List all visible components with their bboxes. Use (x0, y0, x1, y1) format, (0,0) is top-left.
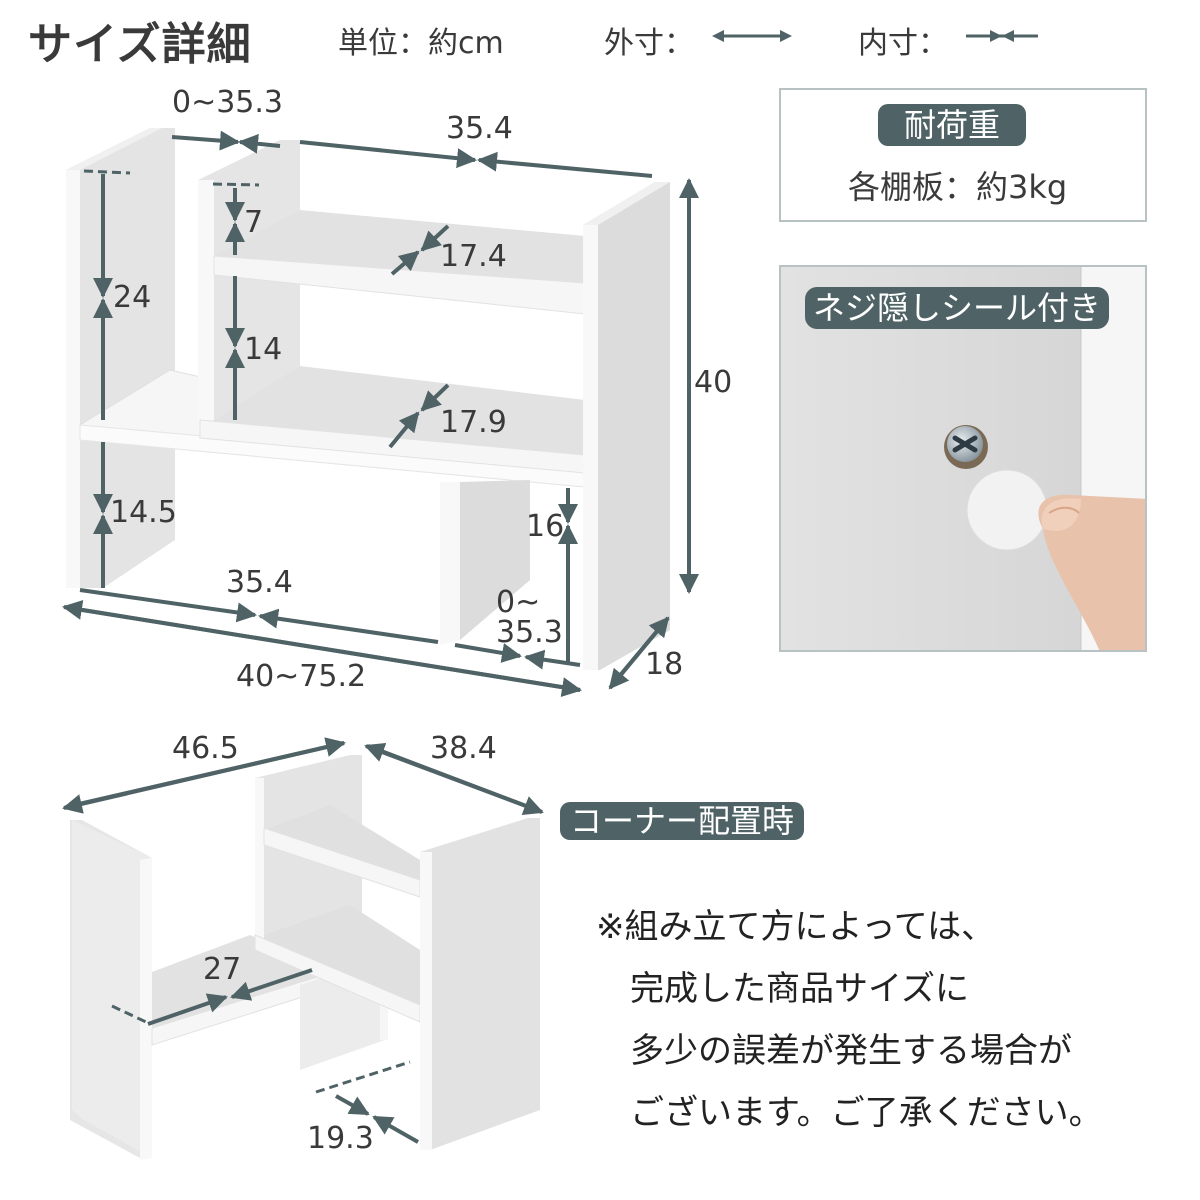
outer-dimension-arrow-icon (712, 30, 792, 42)
page-title: サイズ詳細 (28, 19, 252, 70)
dim-corner-right-span: 38.4 (430, 731, 497, 766)
dim-bottom-width: 35.4 (226, 565, 293, 600)
photo-illustration (781, 267, 1145, 650)
load-capacity-value: 各棚板：約3kg (848, 168, 1068, 206)
dim-middle-height: 14 (244, 332, 283, 367)
hand-icon (1038, 494, 1145, 650)
screw-cover-photo (779, 265, 1147, 652)
dim-corner-left-span: 46.5 (172, 731, 239, 766)
note-line: ※組み立て方によっては、 (596, 907, 996, 947)
dim-corner-gap: 19.3 (307, 1121, 374, 1156)
load-capacity-badge: 耐荷重 (878, 104, 1027, 147)
screw-cover-badge: ネジ隠しシール付き (805, 287, 1110, 330)
dim-total-height: 40 (694, 365, 733, 400)
dim-top-width: 35.4 (446, 111, 513, 146)
note-line: 多少の誤差が発生する場合が (596, 1031, 1072, 1071)
note-line: ございます。ご了承ください。 (596, 1093, 1103, 1133)
note-line: 完成した商品サイズに (596, 969, 969, 1009)
dim-bottom-right-height: 16 (526, 509, 565, 544)
dim-total-width: 40~75.2 (236, 659, 367, 694)
corner-placement-badge: コーナー配置時 (560, 802, 805, 841)
dim-depth: 18 (645, 647, 684, 682)
screw-icon (944, 425, 988, 469)
dim-left-height: 24 (113, 280, 152, 315)
unit-label: 単位：約cm (338, 26, 504, 61)
dim-corner-shelf-width: 27 (203, 952, 242, 987)
dim-top-gap: 0~35.3 (172, 85, 284, 120)
outer-dimension-label: 外寸： (604, 26, 694, 61)
dim-lower-depth: 17.9 (440, 405, 507, 440)
dim-bottom-gap-b: 35.3 (496, 615, 563, 650)
inner-dimension-label: 内寸： (858, 26, 948, 61)
dim-bottom-gap-a: 0~ (496, 585, 541, 620)
inner-dimension-arrow-icon (966, 30, 1038, 42)
assembly-note: ※組み立て方によっては、 完成した商品サイズに 多少の誤差が発生する場合が ござ… (596, 896, 1103, 1144)
dim-upper-gap: 7 (244, 205, 264, 240)
dim-upper-depth: 17.4 (440, 239, 507, 274)
dim-bottom-left-height: 14.5 (110, 495, 177, 530)
